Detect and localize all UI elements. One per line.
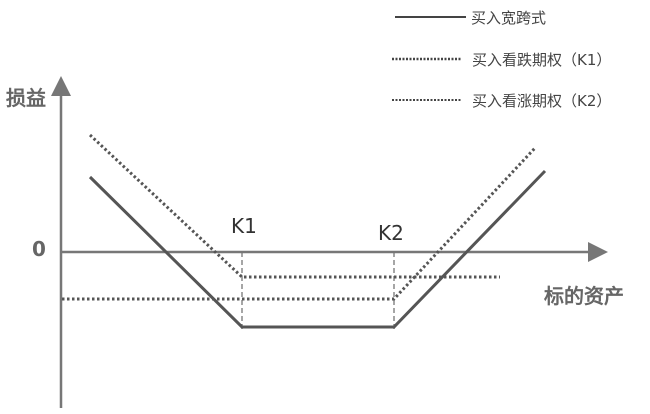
legend-long-call: 买入看涨期权（K2） — [472, 92, 612, 110]
x-axis-label: 标的资产 — [544, 284, 624, 308]
y-axis-label: 损益 — [6, 86, 46, 110]
legend-long-put: 买入看跌期权（K1） — [472, 51, 612, 69]
k2-label: K2 — [378, 221, 404, 245]
long-call-line — [62, 146, 537, 301]
k1-label: K1 — [231, 214, 257, 238]
long-put-line — [88, 133, 500, 279]
legend-strangle: 买入宽跨式 — [471, 9, 547, 27]
strangle-line — [88, 169, 547, 329]
zero-label: 0 — [32, 237, 46, 261]
